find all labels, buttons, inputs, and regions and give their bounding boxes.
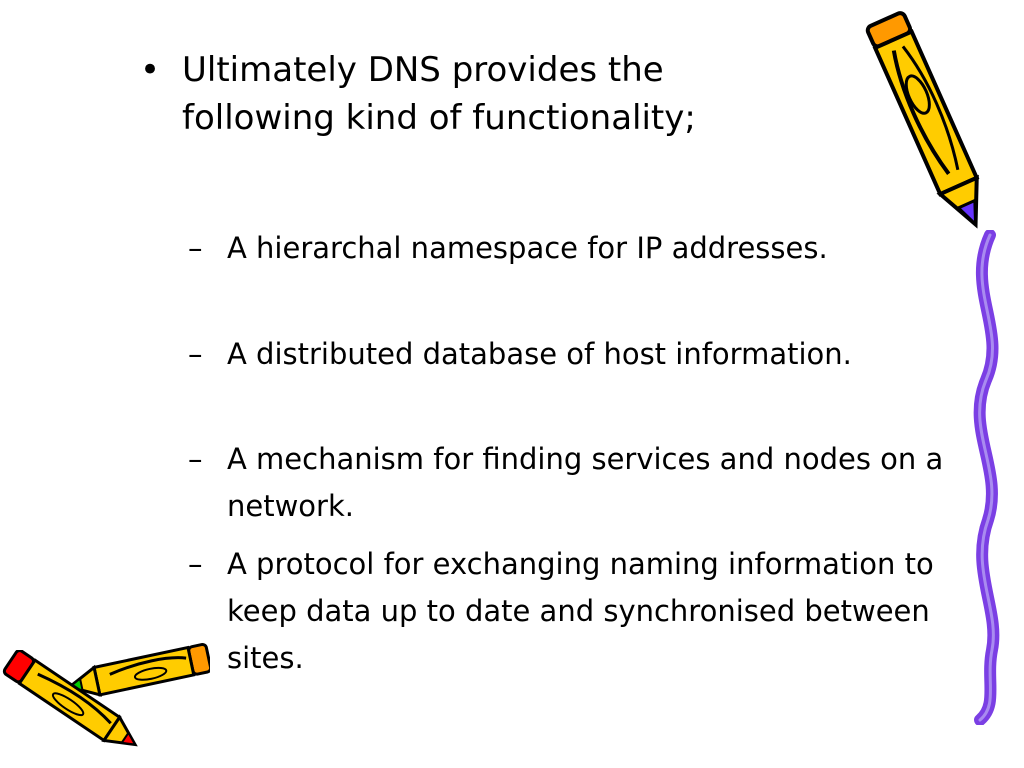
main-bullet-text: Ultimately DNS provides the following ki… bbox=[182, 50, 696, 138]
sub-item-text: A mechanism for finding services and nod… bbox=[227, 442, 944, 523]
sub-item-text: A distributed database of host informati… bbox=[227, 337, 852, 371]
sub-item-text: A hierarchal namespace for IP addresses. bbox=[227, 231, 828, 265]
bullet-marker: • bbox=[140, 50, 161, 90]
pencil-icon bbox=[2, 650, 138, 747]
sub-bullet-marker: – bbox=[188, 337, 203, 371]
sub-bullet-marker: – bbox=[188, 231, 203, 265]
sub-bullet-marker: – bbox=[188, 442, 203, 476]
ribbon-decoration bbox=[973, 230, 1000, 725]
sub-item-text: A protocol for exchanging naming informa… bbox=[227, 547, 934, 675]
pencil-icon bbox=[865, 11, 980, 229]
sub-bullet-marker: – bbox=[188, 547, 203, 581]
